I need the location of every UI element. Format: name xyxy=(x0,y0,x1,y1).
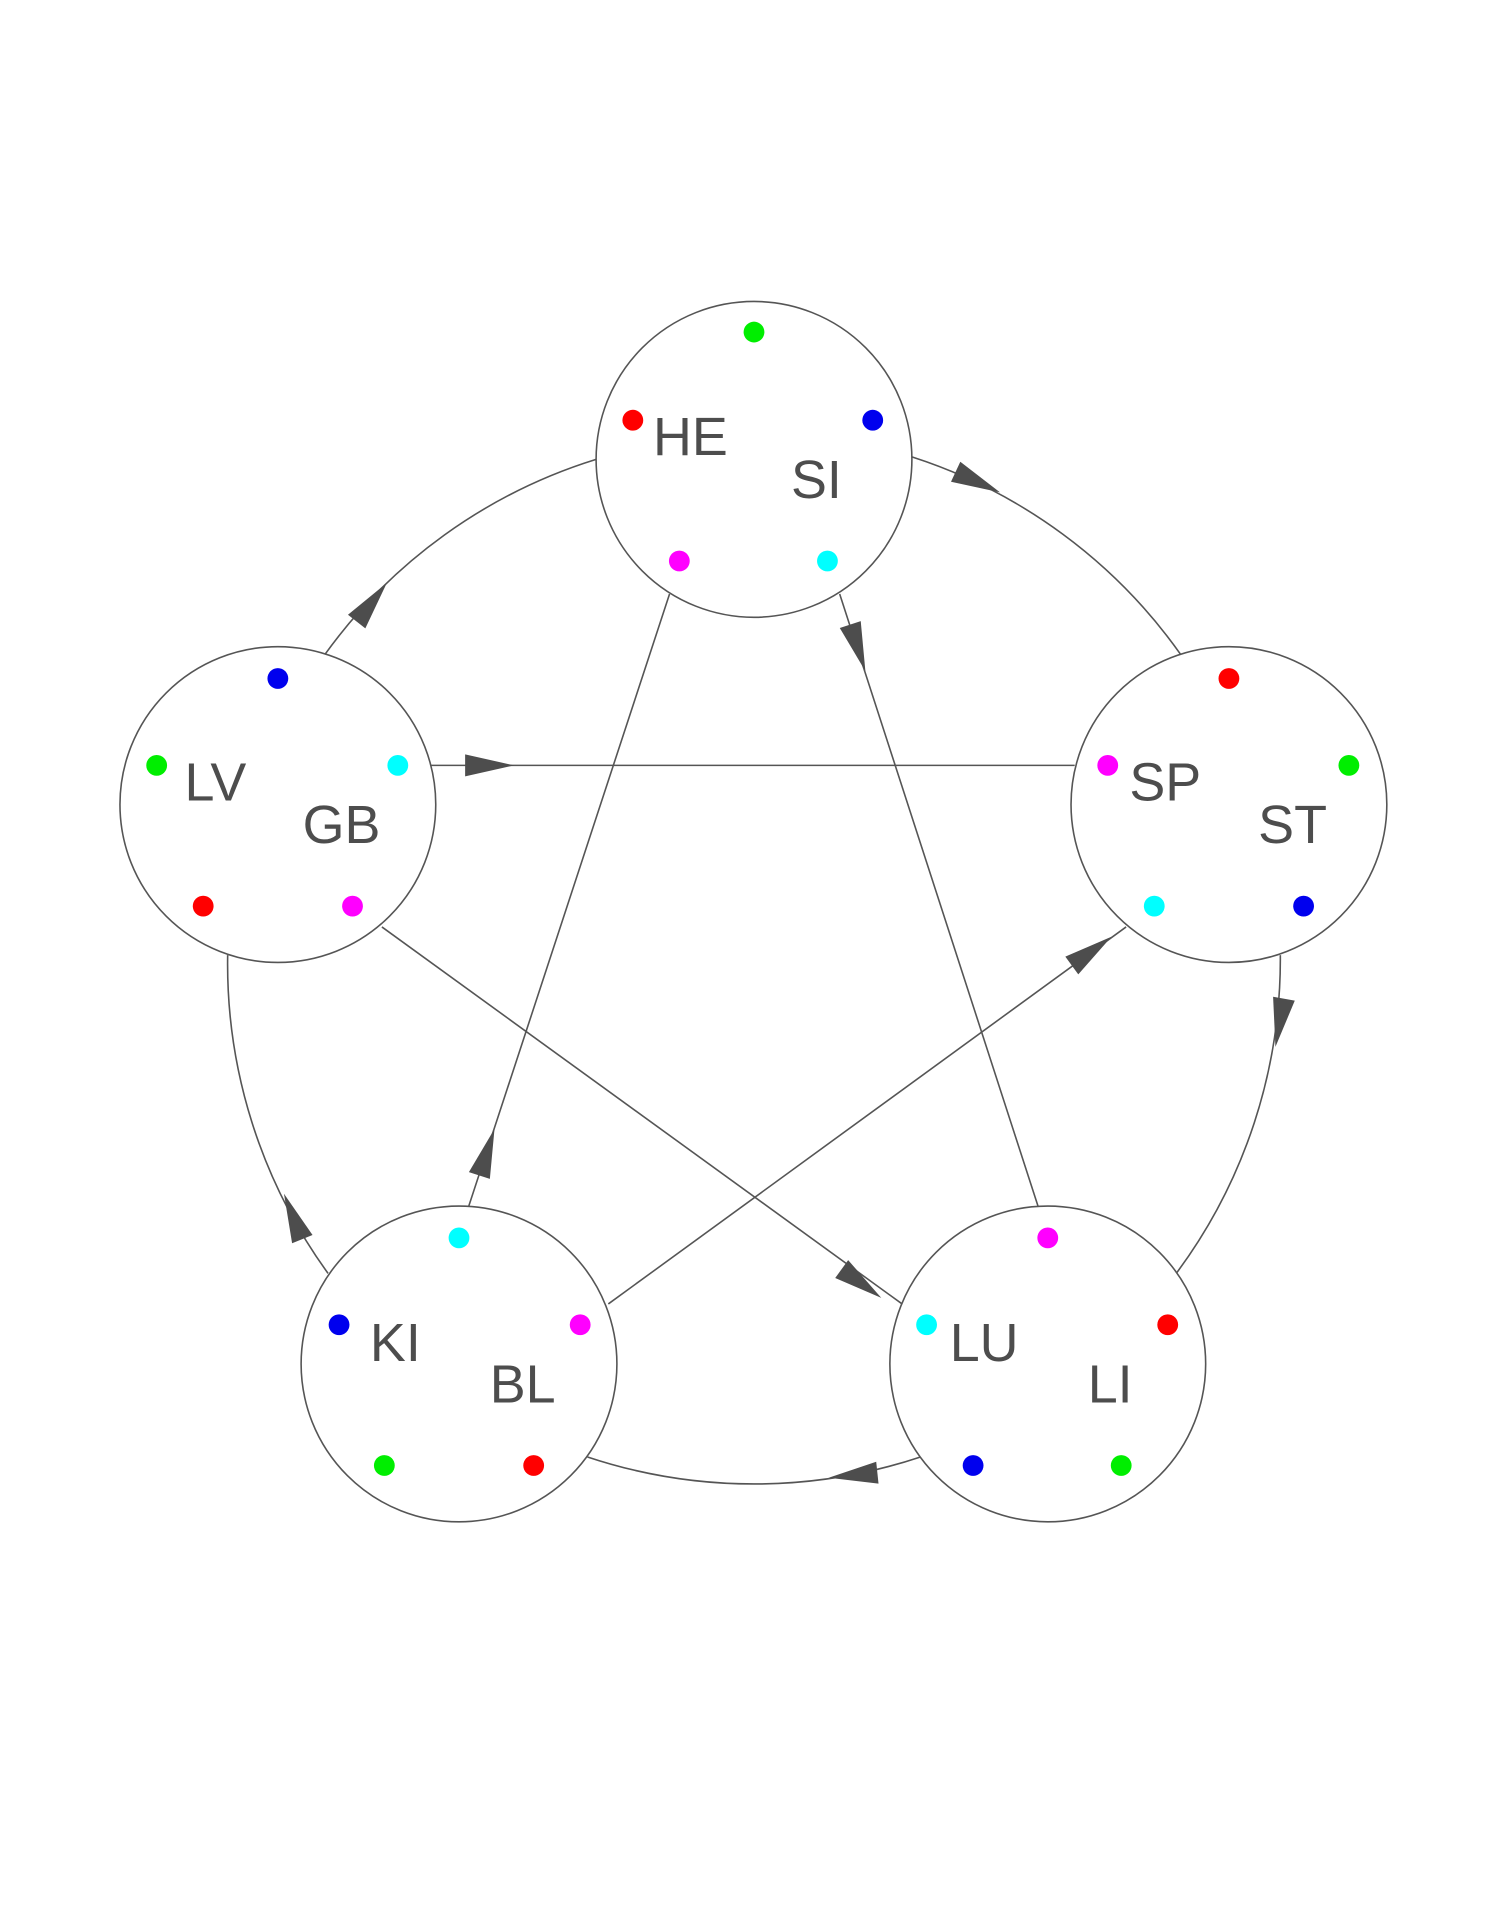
node-label-bl: BL xyxy=(490,1355,556,1415)
edge-earth-to-metal xyxy=(1175,955,1282,1274)
arrowhead xyxy=(465,754,515,777)
dot-cyan xyxy=(448,1227,470,1249)
dot-magenta xyxy=(342,895,363,917)
dot-green xyxy=(146,754,168,776)
node-fire: HE SI xyxy=(595,300,913,619)
dot-green xyxy=(373,1455,395,1476)
node-label-li: LI xyxy=(1088,1355,1133,1415)
node-label-lv: LV xyxy=(184,752,246,812)
edge-metal-to-water xyxy=(587,1456,921,1485)
dot-cyan xyxy=(1143,895,1165,917)
node-water: KI BL xyxy=(300,1205,618,1523)
edge-water-to-earth xyxy=(607,926,1127,1305)
arrowhead xyxy=(950,461,1001,493)
dot-cyan xyxy=(387,754,409,776)
node-label-ki: KI xyxy=(370,1313,421,1373)
dot-red xyxy=(622,409,644,431)
node-earth: SP ST xyxy=(1070,645,1388,964)
arrowhead xyxy=(1065,936,1112,975)
edge-water-to-fire xyxy=(468,593,671,1207)
node-label-he: HE xyxy=(653,407,728,467)
edge-wood-to-metal xyxy=(381,926,903,1305)
node-label-st: ST xyxy=(1258,795,1327,855)
dot-magenta xyxy=(569,1314,591,1336)
dot-blue xyxy=(862,409,884,431)
edge-fire-to-earth xyxy=(911,456,1182,656)
dot-green xyxy=(1110,1455,1132,1476)
arrowhead xyxy=(835,1260,882,1298)
arrowhead xyxy=(468,1128,495,1179)
arrowhead xyxy=(283,1193,313,1244)
dot-magenta xyxy=(668,550,690,572)
dot-green xyxy=(1338,754,1360,776)
dot-blue xyxy=(267,668,289,689)
node-metal: LU LI xyxy=(889,1205,1207,1523)
dot-blue xyxy=(1293,895,1314,917)
dot-magenta xyxy=(1097,754,1119,776)
node-label-lu: LU xyxy=(950,1313,1019,1373)
node-label-sp: SP xyxy=(1129,752,1201,812)
dot-blue xyxy=(328,1314,350,1336)
dot-red xyxy=(1157,1314,1179,1336)
dot-green xyxy=(743,321,765,343)
arrowhead xyxy=(828,1461,879,1484)
dot-cyan xyxy=(916,1314,937,1336)
node-label-si: SI xyxy=(791,450,842,510)
dot-blue xyxy=(962,1455,984,1476)
dot-red xyxy=(192,895,214,917)
edge-water-to-wood xyxy=(226,955,329,1274)
dot-magenta xyxy=(1037,1227,1059,1249)
dot-cyan xyxy=(817,550,838,572)
arrowhead xyxy=(347,582,387,629)
dot-red xyxy=(1218,668,1240,689)
node-label-gb: GB xyxy=(303,795,381,855)
edge-wood-to-fire xyxy=(323,458,597,656)
dot-red xyxy=(523,1455,545,1476)
arrowhead xyxy=(839,621,866,672)
node-wood: LV GB xyxy=(119,645,437,964)
arrowhead xyxy=(1273,996,1295,1047)
edge-fire-to-metal xyxy=(838,593,1039,1207)
